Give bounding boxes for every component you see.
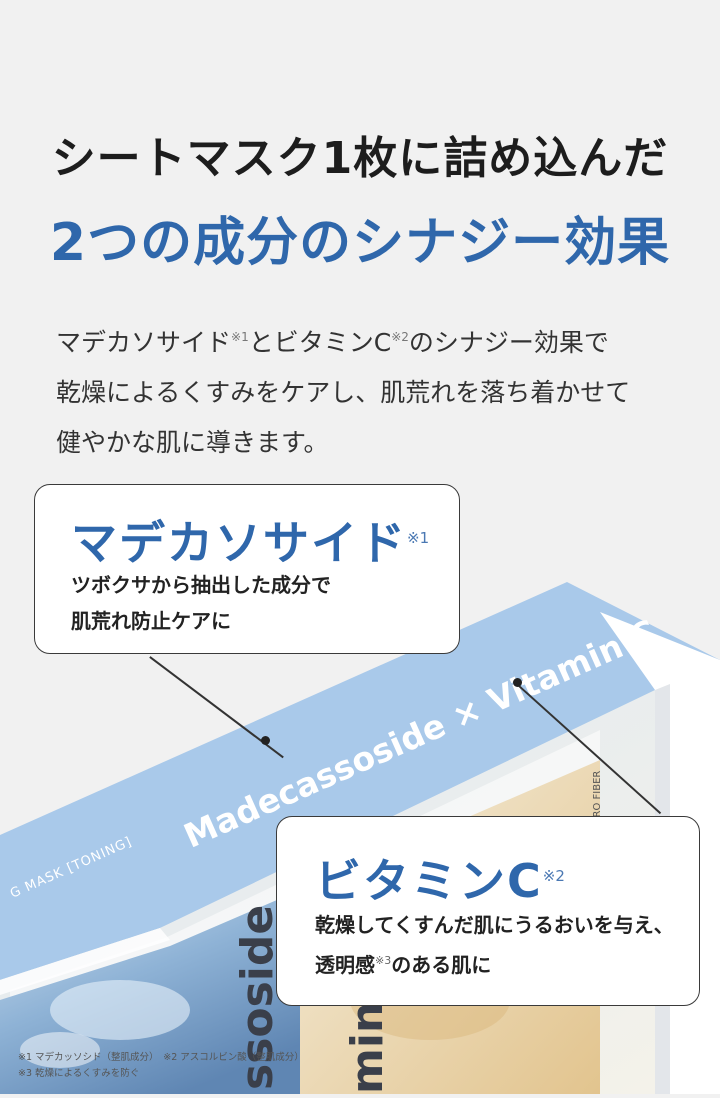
callout-desc-line: 肌荒れ防止ケアに xyxy=(71,609,231,633)
description: マデカソサイド※1とビタミンC※2のシナジー効果で 乾燥によるくすみをケアし、肌… xyxy=(56,312,696,468)
headline-line2: 2つの成分のシナジー効果 xyxy=(49,213,671,273)
description-text: のシナジー効果で xyxy=(408,328,609,357)
callout-madecassoside: マデカソサイド※1 ツボクサから抽出した成分で 肌荒れ防止ケアに xyxy=(34,484,460,654)
callout-title-text: マデカソサイド xyxy=(71,516,407,570)
box-top-face xyxy=(0,582,720,980)
note-mark-2: ※2 xyxy=(391,330,409,344)
callout-desc-line: 乾燥してくすんだ肌にうるおいを与え、 xyxy=(315,913,674,937)
callout-madecassoside-desc: ツボクサから抽出した成分で 肌荒れ防止ケアに xyxy=(71,567,331,639)
callout-vitaminc: ビタミンC※2 乾燥してくすんだ肌にうるおいを与え、 透明感※3のある肌に xyxy=(276,816,700,1006)
footnotes: ※1 マデカッソシド（整肌成分） ※2 アスコルビン酸（整肌成分） ※3 乾燥に… xyxy=(18,1050,304,1082)
description-line2: 乾燥によるくすみをケアし、肌荒れを落ち着かせて xyxy=(56,378,631,407)
description-line1: マデカソサイド※1とビタミンC※2のシナジー効果で xyxy=(56,312,696,368)
description-line3: 健やかな肌に導きます。 xyxy=(56,428,329,457)
callout-desc-text: のある肌に xyxy=(391,953,492,977)
callout-title-text: ビタミンC xyxy=(315,854,543,908)
note-mark-1: ※1 xyxy=(407,529,430,547)
callout-madecassoside-title: マデカソサイド※1 xyxy=(71,507,429,573)
callout-desc-line: ツボクサから抽出した成分で xyxy=(71,573,331,597)
description-text: とビタミンC xyxy=(248,328,392,357)
callout-vitaminc-desc: 乾燥してくすんだ肌にうるおいを与え、 透明感※3のある肌に xyxy=(315,907,674,983)
footnote-line: ※3 乾燥によるくすみを防ぐ xyxy=(18,1068,140,1079)
headline-line1: シートマスク1枚に詰め込んだ xyxy=(51,133,669,184)
note-mark-2: ※2 xyxy=(542,867,565,885)
description-text: マデカソサイド xyxy=(56,328,232,357)
leader-dot-madecassoside xyxy=(261,736,270,745)
note-mark-3: ※3 xyxy=(375,954,392,967)
callout-desc-text: 透明感 xyxy=(315,953,375,977)
footnote-line: ※1 マデカッソシド（整肌成分） ※2 アスコルビン酸（整肌成分） xyxy=(18,1052,304,1063)
callout-desc-line: 透明感※3のある肌に xyxy=(315,943,674,983)
leader-dot-vitaminc xyxy=(513,678,522,687)
note-mark-1: ※1 xyxy=(231,330,249,344)
callout-vitaminc-title: ビタミンC※2 xyxy=(315,845,565,911)
